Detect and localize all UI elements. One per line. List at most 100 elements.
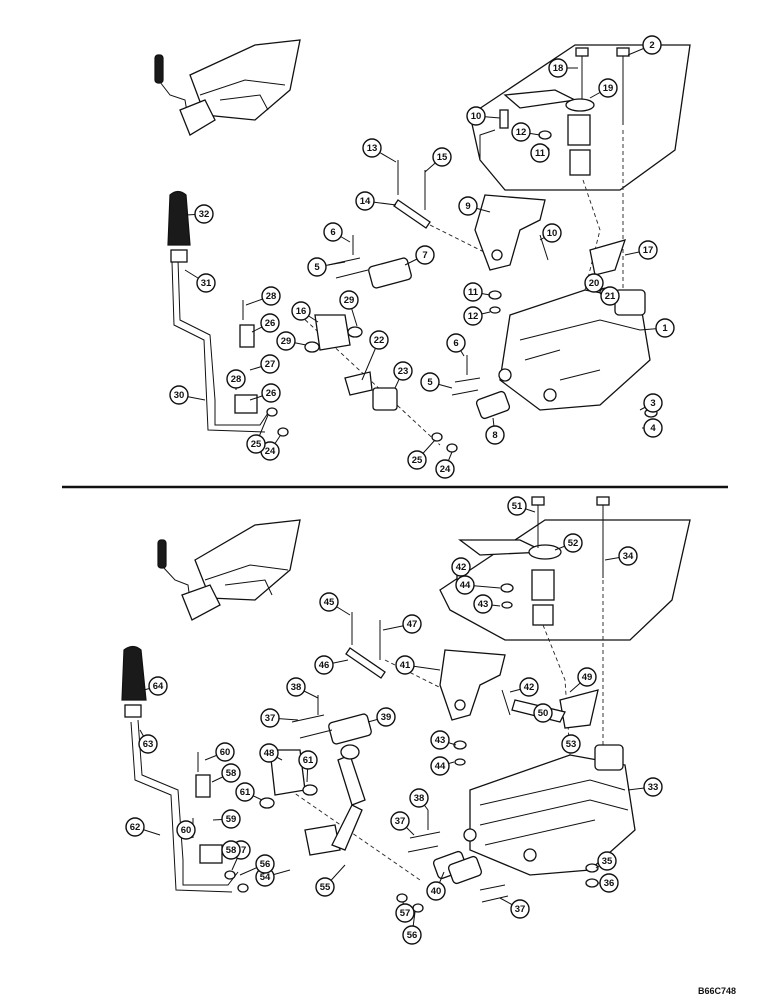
callout-circle bbox=[507, 496, 527, 516]
lower-callout-37: 37 bbox=[390, 811, 415, 836]
callout-circle bbox=[463, 306, 483, 326]
callout-number: 45 bbox=[324, 597, 335, 608]
callout-number: 1 bbox=[662, 323, 668, 334]
upper-callout-29: 29 bbox=[276, 331, 307, 351]
callout-number: 63 bbox=[143, 739, 154, 750]
upper-callout-17: 17 bbox=[624, 240, 658, 260]
lower-callout-56: 56 bbox=[402, 911, 422, 945]
callout-circle bbox=[451, 557, 471, 577]
callout-number: 4 bbox=[650, 423, 656, 434]
callout-circle bbox=[655, 318, 675, 338]
callout-circle bbox=[466, 106, 486, 126]
callout-circle bbox=[561, 734, 581, 754]
callout-number: 49 bbox=[582, 672, 593, 683]
callout-number: 26 bbox=[265, 318, 276, 329]
callout-circle bbox=[511, 122, 531, 142]
lower-callout-53: 53 bbox=[561, 734, 581, 754]
drawing-reference: B66C748 bbox=[698, 986, 736, 996]
callout-number: 40 bbox=[431, 886, 442, 897]
callout-circle bbox=[563, 533, 583, 553]
callout-circle bbox=[455, 575, 475, 595]
callout-number: 5 bbox=[314, 262, 320, 273]
callout-number: 42 bbox=[456, 562, 467, 573]
callout-number: 15 bbox=[437, 152, 448, 163]
callout-number: 61 bbox=[240, 787, 251, 798]
callout-circle bbox=[221, 763, 241, 783]
callout-circle bbox=[485, 425, 505, 445]
lower-callout-42: 42 bbox=[509, 677, 539, 697]
callout-number: 35 bbox=[602, 856, 613, 867]
callout-number: 55 bbox=[320, 882, 331, 893]
upper-callout-31: 31 bbox=[184, 269, 216, 293]
lower-callout-44: 44 bbox=[455, 575, 501, 595]
callout-circle bbox=[125, 817, 145, 837]
callout-circle bbox=[315, 877, 335, 897]
callout-number: 25 bbox=[251, 439, 262, 450]
lower-assembly bbox=[121, 496, 691, 913]
lower-callout-33: 33 bbox=[627, 777, 663, 797]
callout-circle bbox=[430, 730, 450, 750]
upper-callout-10: 10 bbox=[539, 223, 562, 243]
lower-callout-49: 49 bbox=[569, 667, 597, 693]
callout-number: 51 bbox=[512, 501, 523, 512]
callout-number: 28 bbox=[266, 291, 277, 302]
callout-circle bbox=[259, 743, 279, 763]
callout-circle bbox=[276, 331, 296, 351]
callout-circle bbox=[430, 756, 450, 776]
callout-circle bbox=[376, 707, 396, 727]
lower-callout-57: 57 bbox=[395, 901, 415, 923]
upper-callout-2: 2 bbox=[627, 35, 662, 56]
upper-callout-24: 24 bbox=[435, 451, 455, 479]
lower-callout-37: 37 bbox=[499, 897, 530, 919]
callout-circle bbox=[519, 677, 539, 697]
upper-callout-6: 6 bbox=[446, 333, 466, 357]
upper-callout-1: 1 bbox=[639, 318, 675, 338]
callout-circle bbox=[169, 385, 189, 405]
lower-callout-58: 58 bbox=[211, 763, 241, 783]
callout-number: 30 bbox=[174, 390, 185, 401]
lower-callout-44: 44 bbox=[430, 756, 455, 776]
upper-callout-23: 23 bbox=[393, 361, 413, 389]
callout-circle bbox=[542, 223, 562, 243]
callout-number: 57 bbox=[400, 908, 411, 919]
callout-circle bbox=[291, 301, 311, 321]
upper-callout-7: 7 bbox=[404, 245, 435, 266]
upper-callout-11: 11 bbox=[463, 282, 491, 302]
lower-callout-61: 61 bbox=[298, 750, 318, 783]
callout-number: 58 bbox=[226, 768, 237, 779]
lower-callout-41: 41 bbox=[395, 655, 441, 675]
callout-circle bbox=[642, 35, 662, 55]
upper-callout-25: 25 bbox=[246, 414, 269, 454]
callout-number: 6 bbox=[453, 338, 458, 349]
callout-circle bbox=[432, 147, 452, 167]
lower-control-handle-rod bbox=[137, 719, 239, 886]
callout-circle bbox=[369, 330, 389, 350]
callout-circle bbox=[638, 240, 658, 260]
callout-circle bbox=[298, 750, 318, 770]
callout-circle bbox=[221, 809, 241, 829]
callout-circle bbox=[196, 273, 216, 293]
callout-circle bbox=[530, 143, 550, 163]
lower-callout-63: 63 bbox=[138, 729, 158, 754]
callout-circle bbox=[618, 546, 638, 566]
lower-callout-40: 40 bbox=[426, 871, 446, 901]
callout-number: 27 bbox=[265, 359, 276, 370]
upper-callout-19: 19 bbox=[589, 78, 618, 99]
callout-circle bbox=[261, 286, 281, 306]
upper-callout-32: 32 bbox=[185, 204, 214, 224]
callout-number: 37 bbox=[265, 713, 276, 724]
callout-circle bbox=[226, 369, 246, 389]
callout-circle bbox=[355, 191, 375, 211]
upper-callout-30: 30 bbox=[169, 385, 206, 405]
callout-circle bbox=[426, 881, 446, 901]
upper-bracket bbox=[474, 194, 546, 271]
callout-number: 56 bbox=[407, 930, 418, 941]
callout-circle bbox=[260, 708, 280, 728]
callout-number: 39 bbox=[381, 712, 392, 723]
callout-circle bbox=[407, 450, 427, 470]
callout-number: 57 bbox=[236, 845, 247, 856]
callout-circle bbox=[176, 820, 196, 840]
callout-number: 61 bbox=[303, 755, 314, 766]
callout-number: 52 bbox=[568, 538, 579, 549]
lower-callout-38: 38 bbox=[409, 788, 429, 811]
